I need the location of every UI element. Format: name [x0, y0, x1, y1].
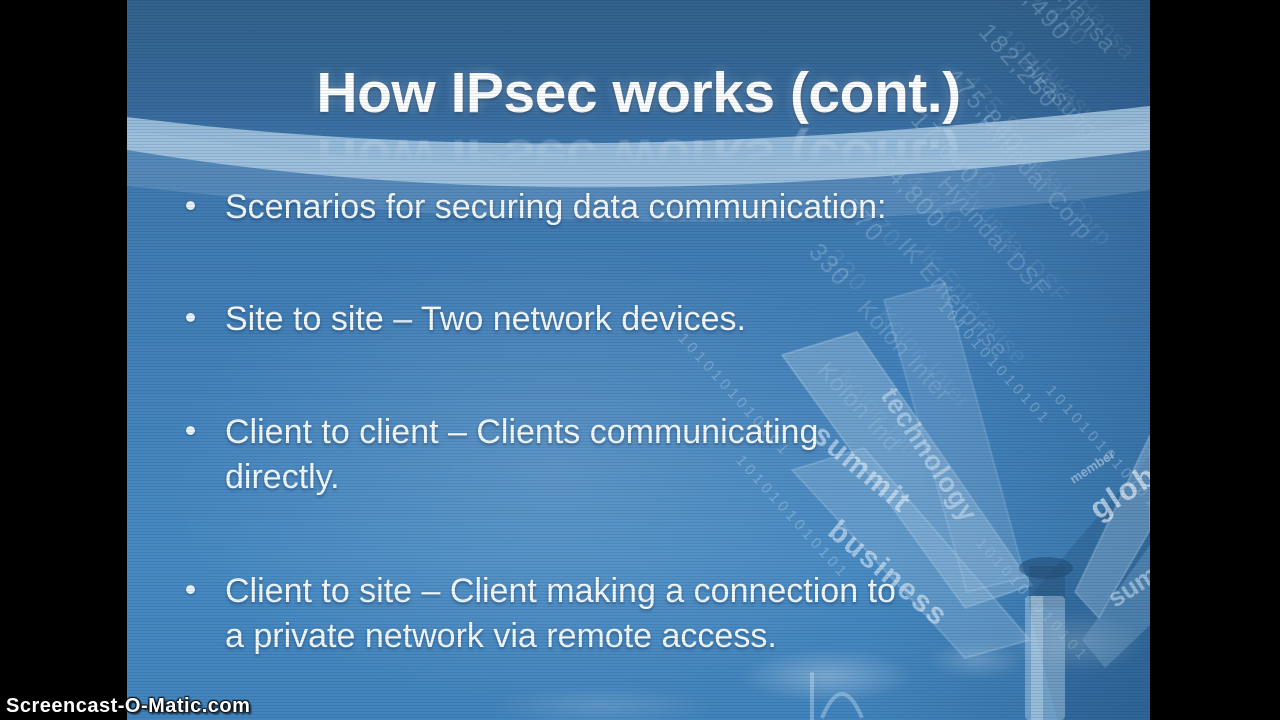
bullet-text: Site to site – Two network devices.: [225, 300, 746, 338]
bullet-marker: [186, 585, 195, 594]
bullet-item: Scenarios for securing data communicatio…: [186, 185, 1110, 230]
slide: 6,210 8,490 182,250 475,840 17,640 24,80…: [127, 0, 1150, 720]
cloud: [487, 684, 717, 720]
cloud: [737, 648, 917, 704]
background-graphics: [127, 106, 1150, 720]
sign-arrow-business: [790, 446, 1032, 660]
bullet-marker: [186, 201, 195, 210]
sign-shadow-wedge: [1027, 455, 1150, 720]
bullet-marker: [186, 426, 195, 435]
slide-title-reflection: How IPsec works (cont.): [316, 127, 961, 191]
watermark-text: Screencast-O-Matic.com: [6, 695, 251, 717]
sign-arrow-summit: [780, 330, 1034, 610]
cloud: [1007, 610, 1147, 674]
bullet-text: Scenarios for securing data communicatio…: [225, 188, 887, 226]
sign-arrow-technology: [882, 281, 1027, 594]
bullet-text: Client to site – Client making a connect…: [225, 572, 896, 655]
bullet-item: Client to site – Client making a connect…: [186, 569, 1110, 659]
bullet-text: Client to client – Clients communicating…: [225, 413, 819, 496]
signpost-hub: [1019, 557, 1073, 579]
signpost-hub-body: [1029, 566, 1065, 608]
signpost-pole-highlight: [1031, 596, 1043, 720]
letterbox-right-bar: [1150, 0, 1280, 720]
signpost-pole: [1025, 596, 1065, 720]
slide-title: How IPsec works (cont.): [316, 61, 961, 125]
arch-lines: [810, 672, 864, 720]
cloud: [927, 640, 1027, 680]
sign-arrow-global: [1073, 434, 1150, 620]
letterbox-left-bar: [0, 0, 127, 720]
bullet-marker: [186, 313, 195, 322]
wave-band: [127, 106, 1150, 188]
bullet-item: Site to site – Two network devices.: [186, 297, 1110, 342]
sign-arrow-sum: [1082, 545, 1150, 668]
bullet-item: Client to client – Clients communicating…: [186, 410, 1110, 500]
